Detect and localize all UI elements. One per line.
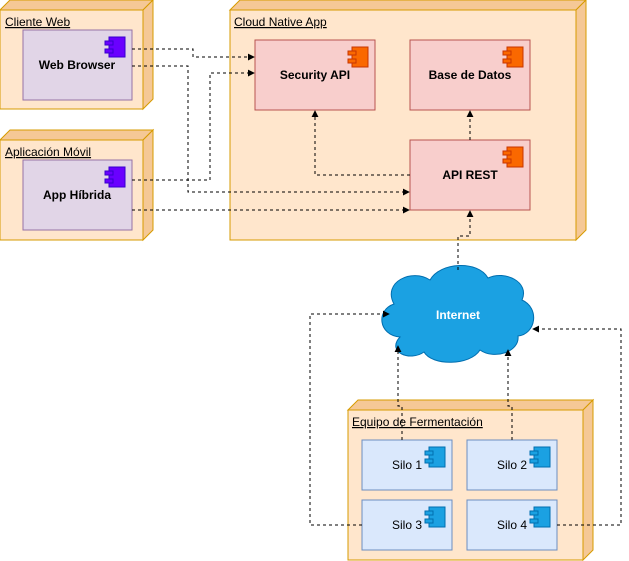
edge-silo3-internet: [309, 310, 390, 526]
node-title: Equipo de Fermentación: [352, 415, 483, 429]
silo-label: Silo 3: [392, 518, 422, 532]
node-title: Cloud Native App: [234, 15, 327, 29]
node-title: Cliente Web: [5, 15, 70, 29]
silo-2-component[interactable]: Silo 2: [466, 439, 558, 491]
silo-1-component[interactable]: Silo 1: [361, 439, 453, 491]
component-label: App Híbrida: [43, 188, 111, 202]
component-label: Web Browser: [39, 58, 116, 72]
api-rest-component[interactable]: API REST: [409, 139, 531, 211]
security-api-component[interactable]: Security API: [254, 39, 376, 111]
node-cloud-native-app[interactable]: Cloud Native App: [228, 0, 587, 242]
base-de-datos-component[interactable]: Base de Datos: [409, 39, 531, 111]
silo-3-component[interactable]: Silo 3: [361, 499, 453, 551]
edge-apphibrida-securityapi: [132, 69, 255, 181]
node-title: Aplicación Móvil: [5, 145, 91, 159]
edge-apirest-securityapi: [311, 110, 410, 176]
component-icon: [347, 46, 369, 68]
app-hibrida-component[interactable]: App Híbrida: [22, 159, 133, 231]
edge-webbrowser-securityapi: [132, 48, 255, 61]
component-label: API REST: [442, 168, 498, 182]
component-icon: [529, 506, 551, 528]
connectors: [132, 48, 622, 526]
internet-label: Internet: [436, 308, 480, 322]
component-icon: [424, 446, 446, 468]
edge-silo4-internet: [532, 325, 622, 526]
component-icon: [502, 146, 524, 168]
component-label: Security API: [280, 68, 350, 82]
internet-cloud[interactable]: Internet: [381, 265, 535, 363]
edge-silo2-internet: [504, 349, 513, 440]
component-icon: [529, 446, 551, 468]
component-icon: [104, 36, 126, 58]
component-icon: [424, 506, 446, 528]
component-label: Base de Datos: [429, 68, 512, 82]
component-icon: [104, 166, 126, 188]
edge-silo1-internet: [394, 345, 403, 440]
silo-label: Silo 1: [392, 458, 422, 472]
silo-label: Silo 2: [497, 458, 527, 472]
silo-4-component[interactable]: Silo 4: [466, 499, 558, 551]
web-browser-component[interactable]: Web Browser: [22, 29, 133, 101]
component-icon: [502, 46, 524, 68]
silo-label: Silo 4: [497, 518, 527, 532]
